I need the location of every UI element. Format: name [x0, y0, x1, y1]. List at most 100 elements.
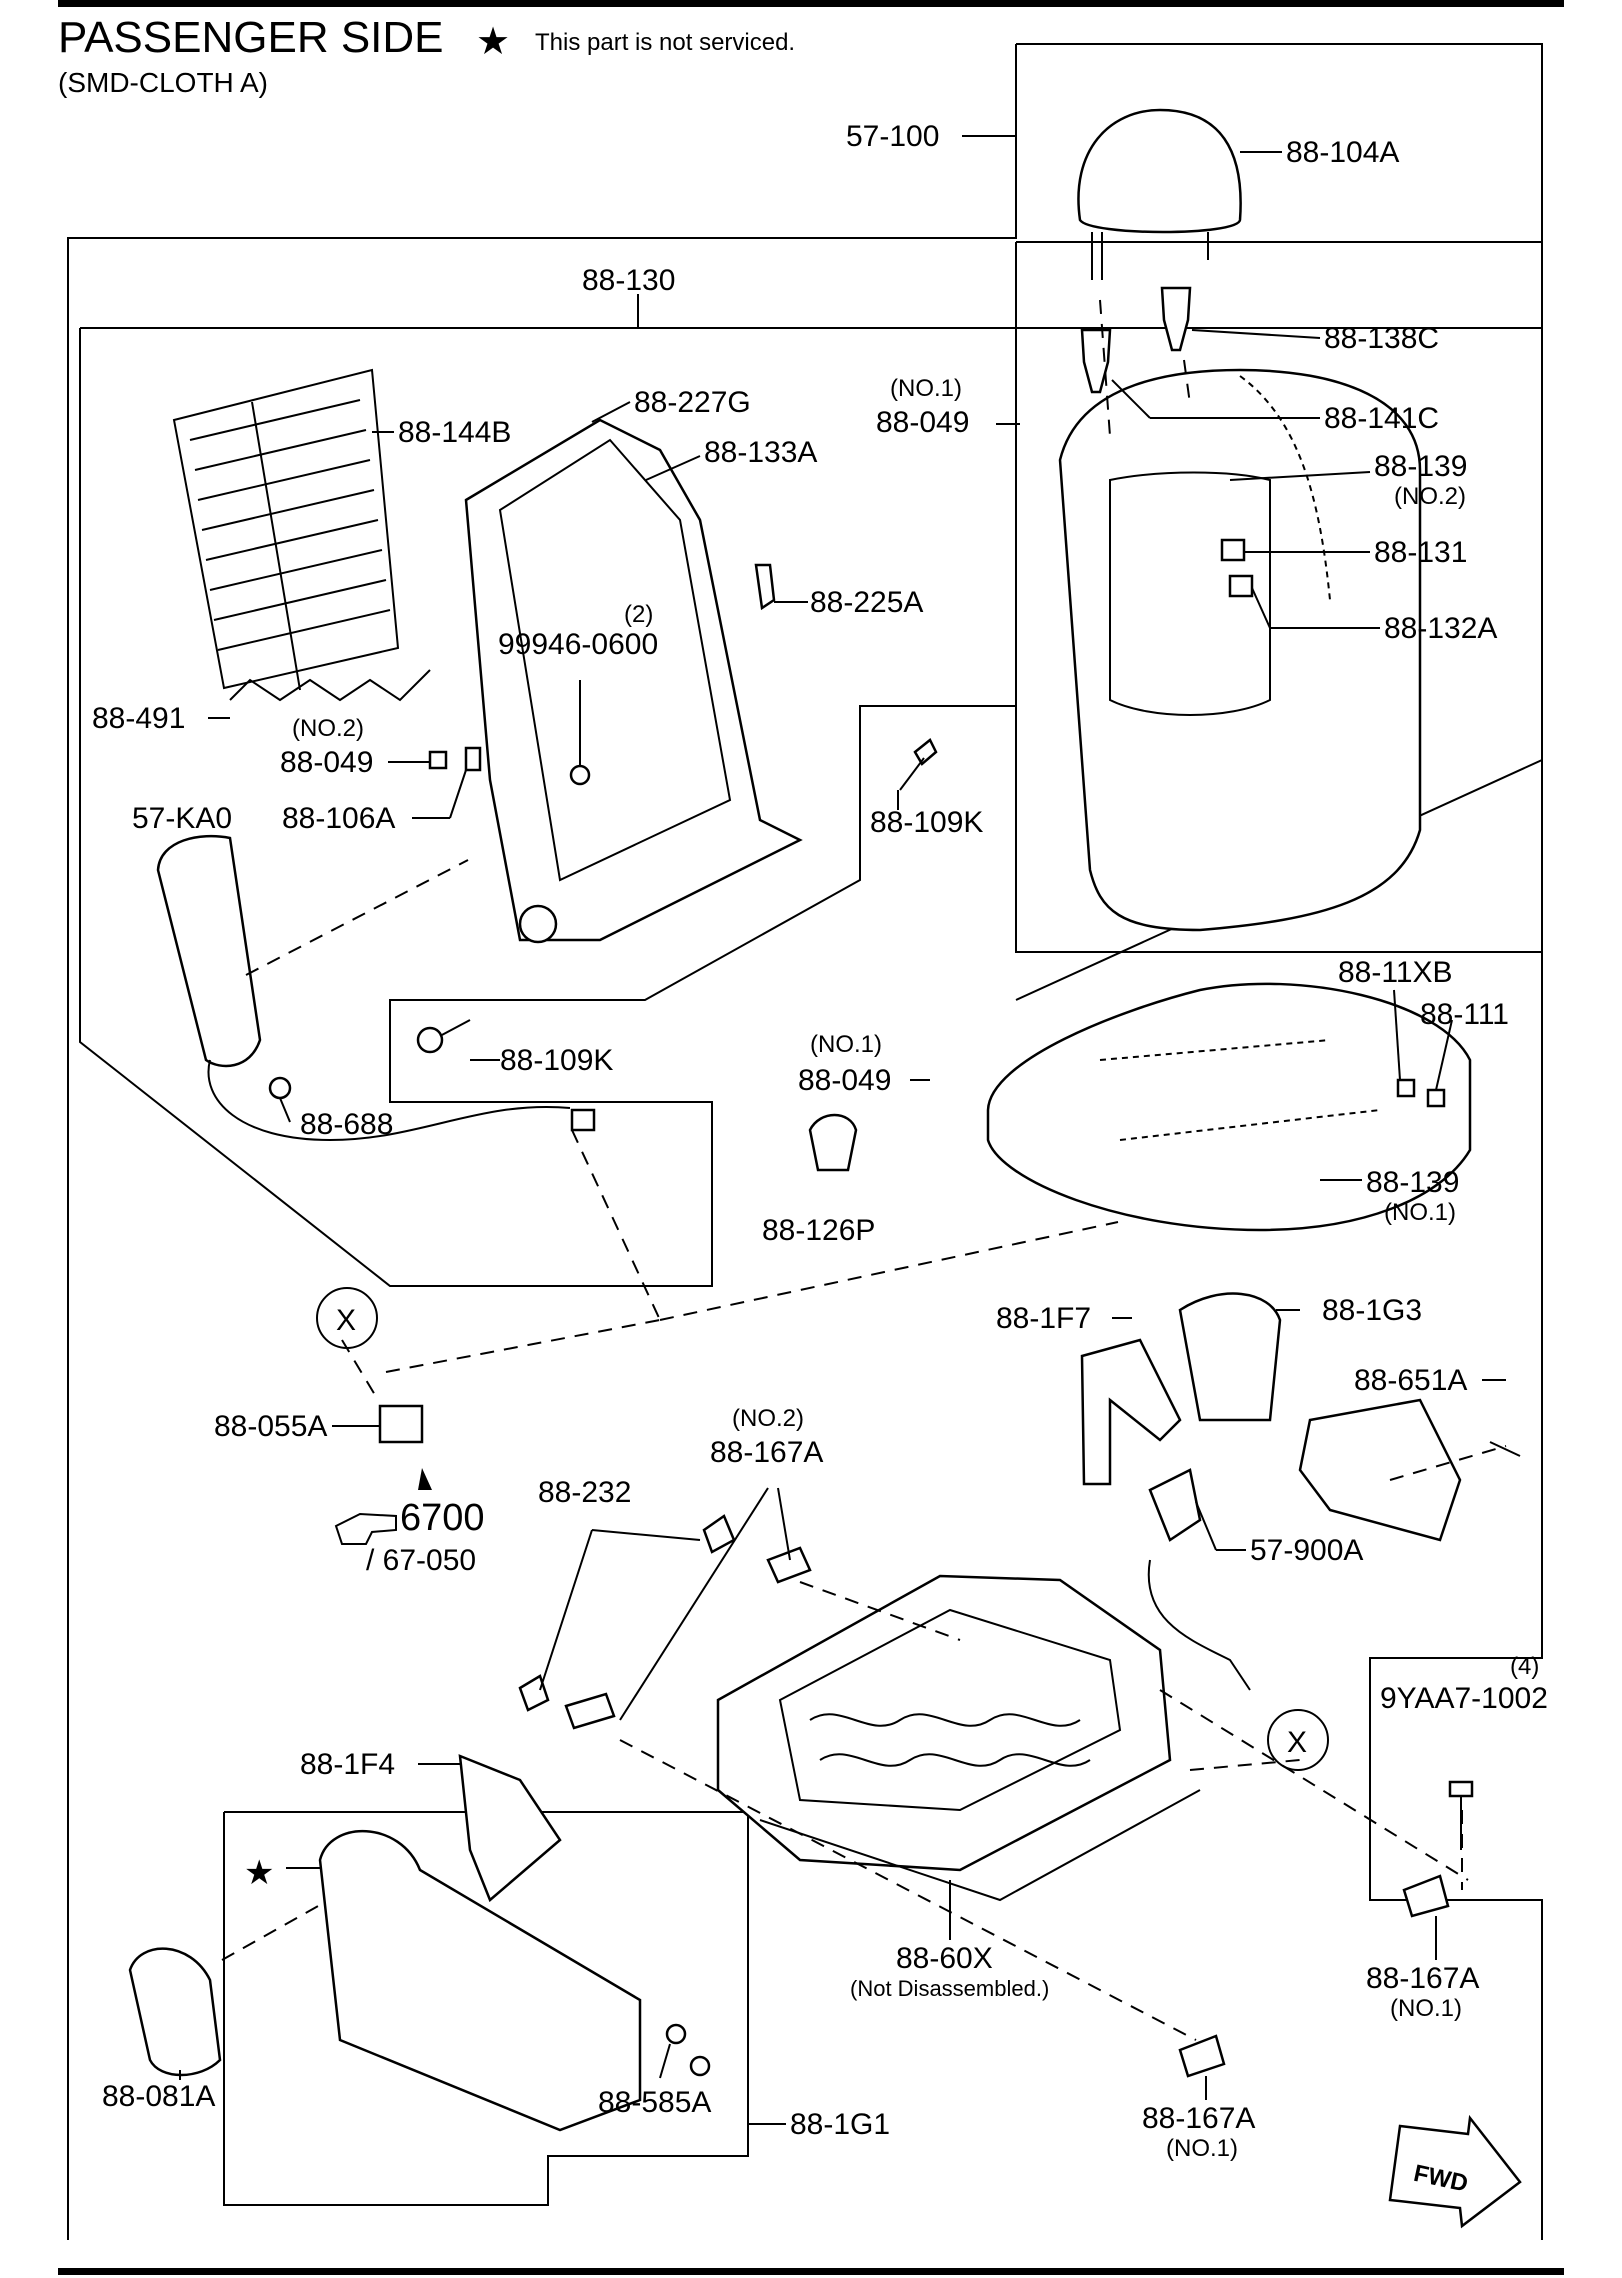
label-9YAA7-qty: (4) — [1510, 1653, 1539, 1680]
ref-67-050[interactable]: / 67-050 — [366, 1544, 476, 1577]
label-88-049-no1-a-note: (NO.1) — [890, 375, 962, 402]
spring-mat-88-144B — [172, 368, 400, 691]
ref-x-2: X — [1287, 1726, 1307, 1759]
label-88-167A-no1-a: 88-167A — [1366, 1962, 1479, 1995]
bolt-88-109K-a — [899, 738, 938, 791]
frame-seatback — [67, 44, 1017, 2240]
page-title: PASSENGER SIDE — [58, 13, 444, 62]
label-88-130: 88-130 — [582, 264, 675, 297]
part-88-651A-cover — [1298, 1398, 1462, 1542]
fwd-arrow-icon — [1388, 2114, 1522, 2229]
clip-88-585A-b — [689, 2055, 711, 2077]
dashed-connectors — [221, 299, 1507, 2041]
part-88-049-no2 — [428, 750, 448, 770]
ref-6700[interactable]: 6700 — [400, 1497, 485, 1539]
label-88-131: 88-131 — [1374, 536, 1467, 569]
label-88-081A: 88-081A — [102, 2080, 215, 2113]
label-88-049-a: 88-049 — [876, 406, 969, 439]
label-88-139-a: 88-139 — [1374, 450, 1467, 483]
part-88-225A — [754, 563, 776, 611]
label-88-60X-note: (Not Disassembled.) — [850, 1976, 1049, 2001]
label-99946-0600: 99946-0600 — [498, 628, 658, 661]
label-99946-qty: (2) — [624, 601, 653, 628]
screw-88-651A — [1489, 1441, 1521, 1457]
label-88-167A-no1-a-note: (NO.1) — [1390, 1995, 1462, 2022]
label-88-109K-b: 88-109K — [500, 1044, 613, 1077]
label-88-144B: 88-144B — [398, 416, 511, 449]
seatback-frame-88-133A — [464, 418, 803, 944]
label-88-227G: 88-227G — [634, 386, 751, 419]
arrow-icon — [418, 1468, 432, 1490]
seatbelt-buckle-57-900A — [1147, 1468, 1251, 1691]
label-88-167A-no1-b: 88-167A — [1142, 2102, 1255, 2135]
part-88-1F4 — [458, 1754, 562, 1903]
connector-88-055A — [378, 1404, 424, 1444]
hand-pointer-icon — [334, 1512, 397, 1545]
label-88-139-b: 88-139 — [1366, 1166, 1459, 1199]
star-note: This part is not serviced. — [535, 29, 795, 56]
seatback-cover — [1058, 368, 1422, 932]
page-subtitle: (SMD-CLOTH A) — [58, 67, 268, 98]
label-88-167A-no1-b-note: (NO.1) — [1166, 2135, 1238, 2162]
label-88-104A: 88-104A — [1286, 136, 1399, 169]
label-57-KA0: 57-KA0 — [132, 802, 232, 835]
label-88-1G1: 88-1G1 — [790, 2108, 890, 2141]
headrest-88-104A — [1077, 108, 1242, 280]
label-88-109K-a: 88-109K — [870, 806, 983, 839]
label-88-106A: 88-106A — [282, 802, 395, 835]
top-rule — [58, 0, 1564, 7]
part-88-688 — [268, 1076, 292, 1100]
star-icon: ★ — [476, 19, 510, 63]
label-88-141C: 88-141C — [1324, 402, 1439, 435]
part-88-167A-no2-b — [564, 1692, 616, 1730]
clip-88-585A-a — [665, 2023, 687, 2045]
label-88-049-b: 88-049 — [280, 746, 373, 779]
label-88-11XB: 88-11XB — [1338, 956, 1453, 989]
label-88-651A: 88-651A — [1354, 1364, 1467, 1397]
leader-lines — [179, 135, 1506, 2125]
part-88-126P — [808, 1113, 858, 1172]
knob-88-081A — [128, 1947, 222, 2077]
label-88-132A: 88-132A — [1384, 612, 1497, 645]
label-88-126P: 88-126P — [762, 1214, 875, 1247]
seat-track-88-60X — [716, 1574, 1201, 1902]
side-shield-88-1G1 — [318, 1829, 642, 2132]
label-88-1F7: 88-1F7 — [996, 1302, 1091, 1335]
label-88-049-no2-note: (NO.2) — [292, 715, 364, 742]
label-88-049-c: 88-049 — [798, 1064, 891, 1097]
label-57-900A: 57-900A — [1250, 1534, 1363, 1567]
headrest-guides — [1080, 286, 1192, 394]
label-88-585A: 88-585A — [598, 2086, 711, 2119]
not-serviced-star-icon: ★ — [244, 1853, 274, 1893]
label-88-049-c-note: (NO.1) — [810, 1031, 882, 1058]
seat-cushion-cover — [986, 982, 1472, 1232]
part-88-106A — [464, 746, 482, 772]
side-airbag-57-KA0 — [156, 834, 596, 1142]
ref-circle-x-2 — [1267, 1709, 1329, 1771]
label-57-100: 57-100 — [846, 120, 939, 153]
ref-x-1: X — [336, 1304, 356, 1337]
label-88-491: 88-491 — [92, 702, 185, 735]
label-88-232: 88-232 — [538, 1476, 631, 1509]
label-88-133A: 88-133A — [704, 436, 817, 469]
label-88-60X: 88-60X — [896, 1942, 993, 1975]
label-88-688: 88-688 — [300, 1108, 393, 1141]
label-88-167A-no2-note: (NO.2) — [732, 1405, 804, 1432]
label-88-139-a-note: (NO.2) — [1394, 483, 1466, 510]
label-88-055A: 88-055A — [214, 1410, 327, 1443]
part-88-491 — [229, 669, 431, 702]
frame-57-100 — [1016, 43, 1543, 2240]
part-88-167A-no1-a — [1402, 1874, 1450, 1918]
label-88-167A-no2: 88-167A — [710, 1436, 823, 1469]
label-88-1G3: 88-1G3 — [1322, 1294, 1422, 1327]
label-88-225A: 88-225A — [810, 586, 923, 619]
label-88-1F4: 88-1F4 — [300, 1748, 395, 1781]
ref-circle-x-1 — [316, 1287, 378, 1349]
bottom-rule — [58, 2268, 1564, 2275]
label-88-138C: 88-138C — [1324, 322, 1439, 355]
bolt-88-109K-b — [416, 1019, 471, 1054]
label-88-139-b-note: (NO.1) — [1384, 1199, 1456, 1226]
label-88-111: 88-111 — [1420, 998, 1509, 1031]
part-88-167A-no1-b — [1178, 2034, 1226, 2078]
